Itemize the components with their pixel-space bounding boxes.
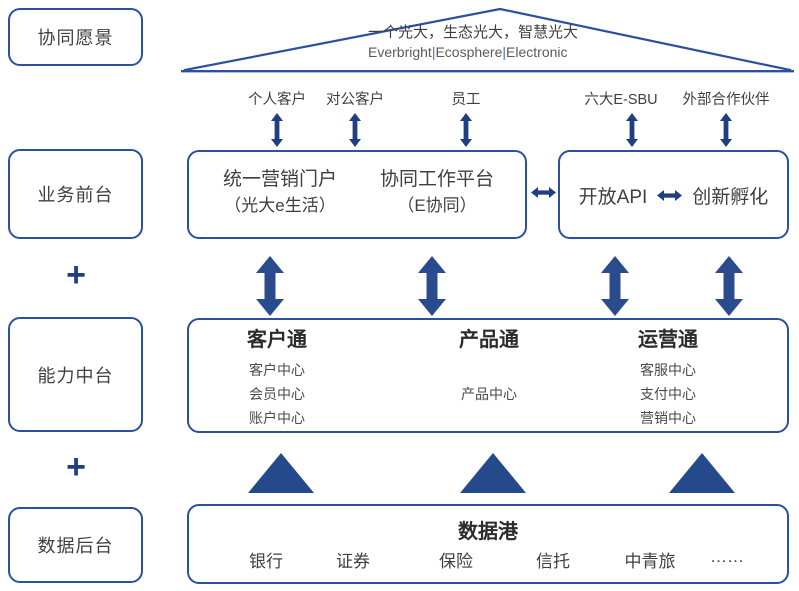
double-arrow-icon-api — [657, 190, 683, 201]
roof-separator-2: | — [502, 43, 507, 60]
mid-platform-sub-customer-3: 账户中心 — [249, 410, 305, 427]
triangle-up-icon-1 — [248, 453, 314, 493]
front-stage-item-marketing-portal-line2: （光大e生活） — [224, 195, 336, 215]
mid-platform-column-operation: 运营通 客服中心 支付中心 营销中心 — [638, 325, 698, 430]
front-stage-item-marketing-portal-line1: 统一营销门户 — [222, 169, 338, 190]
data-port-item-cyts: 中青旅 — [624, 552, 676, 571]
front-stage-item-marketing-portal: 统一营销门户 （光大e生活） — [223, 166, 337, 218]
actor-label-corporate-customer: 对公客户 — [326, 92, 384, 108]
mid-platform-sub-customer-2: 会员中心 — [249, 386, 305, 403]
rail-item-mid-platform[interactable]: 能力中台 — [8, 317, 143, 432]
front-stage-item-collab-platform-line1: 协同工作平台 — [379, 169, 495, 190]
plus-symbol-1: + — [66, 256, 86, 294]
front-stage-api-row: 开放API 创新孵化 — [558, 182, 789, 209]
rail-item-vision[interactable]: 协同愿景 — [8, 8, 143, 66]
roof-triangle-icon — [181, 7, 794, 73]
double-arrow-icon-mid-1 — [256, 256, 284, 316]
front-stage-item-collab-platform: 协同工作平台 （E协同） — [380, 166, 494, 218]
double-arrow-icon-mid-2 — [418, 256, 446, 316]
front-stage-item-innovation-incubation: 创新孵化 — [692, 187, 769, 208]
double-arrow-icon-mid-4 — [715, 256, 743, 316]
rail-label-data-backend: 数据后台 — [37, 536, 114, 556]
actor-label-personal-customer: 个人客户 — [248, 92, 306, 108]
mid-platform-head-operation: 运营通 — [638, 329, 698, 351]
mid-platform-column-product: 产品通 产品中心 — [459, 325, 519, 430]
triangle-up-icon-2 — [460, 453, 526, 493]
double-arrow-icon-front-connector — [531, 187, 556, 198]
roof-english-1: Everbright — [368, 43, 432, 60]
mid-platform-sub-operation-1: 客服中心 — [640, 362, 696, 378]
actor-label-six-esbu: 六大E-SBU — [584, 92, 658, 108]
mid-platform-sub-operation-2: 支付中心 — [640, 386, 696, 403]
roof-english-3: Electronic — [506, 43, 568, 60]
mid-platform-sub-product-2: 产品中心 — [461, 386, 517, 403]
rail-item-front-stage[interactable]: 业务前台 — [8, 149, 143, 239]
data-port-item-trust: 信托 — [536, 552, 570, 571]
mid-platform-head-product: 产品通 — [459, 329, 519, 351]
roof-slogan: 一个光大，生态光大，智慧光大 Everbright|Ecosphere|Elec… — [368, 24, 668, 61]
double-arrow-icon-actor-4 — [626, 113, 638, 147]
mid-platform-box[interactable] — [187, 318, 789, 433]
data-port-box[interactable]: 数据港 — [187, 504, 789, 584]
rail-label-front-stage: 业务前台 — [37, 185, 114, 205]
mid-platform-sub-customer-1: 客户中心 — [249, 362, 305, 378]
double-arrow-icon-mid-3 — [601, 256, 629, 316]
front-stage-item-collab-platform-line2: （E协同） — [397, 195, 477, 215]
roof-slogan-english: Everbright|Ecosphere|Electronic — [368, 43, 668, 61]
roof-separator-1: | — [431, 43, 436, 60]
triangle-up-icon-3 — [669, 453, 735, 493]
mid-platform-column-customer: 客户通 客户中心 会员中心 账户中心 — [247, 325, 307, 430]
actor-label-employee: 员工 — [451, 92, 481, 108]
data-port-title: 数据港 — [458, 521, 518, 543]
actor-label-external-partner: 外部合作伙伴 — [682, 92, 770, 108]
rail-item-data-backend[interactable]: 数据后台 — [8, 507, 143, 583]
data-port-item-ellipsis: …… — [710, 547, 744, 566]
rail-label-mid-platform: 能力中台 — [37, 365, 114, 386]
data-port-item-bank: 银行 — [249, 552, 283, 571]
mid-platform-head-customer: 客户通 — [247, 329, 307, 351]
double-arrow-icon-actor-3 — [460, 113, 472, 147]
roof-english-2: Ecosphere — [435, 43, 503, 60]
data-port-item-insurance: 保险 — [439, 552, 473, 571]
rail-label-vision: 协同愿景 — [37, 28, 114, 48]
double-arrow-icon-actor-5 — [720, 113, 732, 147]
front-stage-item-open-api: 开放API — [578, 187, 648, 208]
plus-symbol-2: + — [66, 448, 86, 486]
double-arrow-icon-actor-1 — [271, 113, 283, 147]
mid-platform-sub-operation-3: 营销中心 — [640, 410, 696, 427]
double-arrow-icon-actor-2 — [349, 113, 361, 147]
front-stage-left-box[interactable] — [187, 150, 527, 239]
roof-slogan-chinese: 一个光大，生态光大，智慧光大 — [368, 24, 579, 41]
data-port-item-securities: 证券 — [336, 552, 370, 571]
